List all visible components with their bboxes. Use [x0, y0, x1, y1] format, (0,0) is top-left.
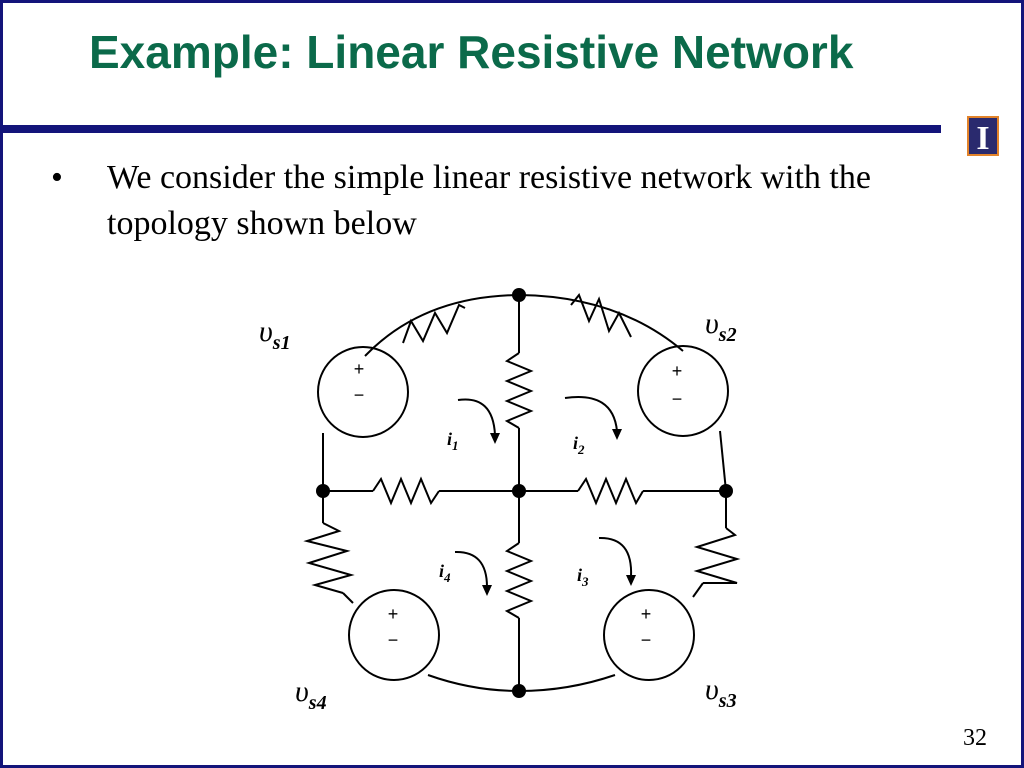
voltage-source-s4	[348, 589, 440, 681]
current-arrow-i4	[454, 550, 488, 588]
resistor-center-right	[577, 476, 644, 506]
s4-plus: +	[388, 604, 399, 624]
node-top	[512, 288, 526, 302]
resistor-left	[303, 522, 355, 594]
resistor-center-left	[372, 476, 440, 506]
resistor-top-left	[402, 303, 466, 344]
s3-plus: +	[641, 604, 652, 624]
title-rule	[3, 125, 941, 133]
logo-letter: I	[976, 120, 989, 156]
current-arrow-i2	[564, 396, 618, 432]
label-i3: i3	[577, 565, 589, 589]
s1-plus: +	[354, 359, 365, 379]
label-i2: i2	[573, 433, 585, 457]
node-right	[719, 484, 733, 498]
page-number: 32	[963, 725, 987, 751]
node-center	[512, 484, 526, 498]
label-vs2: υs2	[705, 307, 737, 346]
wire-bottom-right	[518, 674, 616, 692]
voltage-source-s3	[603, 589, 695, 681]
bullet-marker: •	[51, 159, 63, 196]
slide-title: Example: Linear Resistive Network	[89, 26, 854, 78]
voltage-source-s2	[637, 345, 729, 437]
s2-minus: −	[672, 389, 683, 409]
arrowhead-i4	[482, 585, 492, 596]
node-left	[316, 484, 330, 498]
resistor-center-top	[504, 352, 534, 429]
label-i4: i4	[439, 561, 451, 585]
s3-minus: −	[641, 630, 652, 650]
wire-top-left	[364, 294, 520, 357]
current-arrow-i3	[598, 536, 633, 578]
resistor-top-right	[570, 293, 632, 338]
arrowhead-i3	[626, 575, 636, 586]
s2-plus: +	[672, 361, 683, 381]
s1-minus: −	[354, 385, 365, 405]
wire-top-right	[518, 294, 684, 352]
circuit-diagram: + − + − + − + − υs1 υs2 υs3 υs4 i1 i2 i3	[259, 288, 741, 714]
label-vs4: υs4	[295, 675, 327, 714]
wire-right-upper	[719, 430, 727, 492]
wire-left-to-s4	[342, 592, 354, 604]
bullet-text: We consider the simple linear resistive …	[107, 159, 871, 242]
s4-minus: −	[388, 630, 399, 650]
university-logo-icon: I	[967, 116, 999, 156]
arrowhead-i2	[612, 429, 622, 440]
current-arrow-i1	[457, 398, 496, 436]
resistor-center-bottom	[504, 542, 534, 619]
arrowhead-i1	[490, 433, 500, 444]
label-i1: i1	[447, 429, 459, 453]
wire-bottom-left	[427, 674, 520, 692]
label-vs3: υs3	[705, 673, 737, 712]
label-vs1: υs1	[259, 315, 291, 354]
wire-right-to-s3	[692, 582, 704, 598]
resistor-right	[693, 527, 741, 584]
node-bottom	[512, 684, 526, 698]
voltage-source-s1	[317, 346, 409, 438]
